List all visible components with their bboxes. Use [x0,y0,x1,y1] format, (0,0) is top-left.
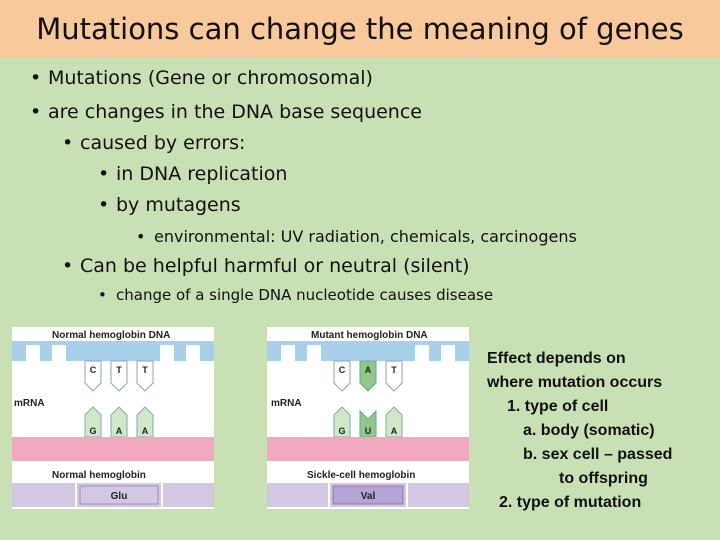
protein-label: Normal hemoglobin [52,470,146,481]
side-line: where mutation occurs [487,374,663,391]
mrna-base: A [391,426,398,436]
bullet-text: environmental: UV radiation, chemicals, … [154,227,577,246]
bullet-text: Can be helpful harmful or neutral (silen… [80,255,470,277]
bullet-8: •change of a single DNA nucleotide cause… [98,286,494,304]
title-bar: Mutations can change the meaning of gene… [0,0,720,58]
side-line: a. body (somatic) [523,422,655,439]
side-line: 2. type of mutation [499,494,642,511]
side-line: 1. type of cell [507,398,609,415]
mrna-base: G [338,426,345,436]
dna-base: T [142,365,148,375]
side-notes: Effect depends on where mutation occurs … [487,347,672,515]
dna-base: C [90,365,97,375]
mutant-hemoglobin-figure: Mutant hemoglobin DNA C A T mRNA G U A S… [267,327,469,509]
mrna-base: A [116,426,123,436]
bullet-7: •Can be helpful harmful or neutral (sile… [62,255,470,277]
mrna-label: mRNA [14,398,45,409]
mrna-base: G [89,426,96,436]
protein-label: Sickle-cell hemoglobin [307,470,415,481]
mrna-strand [12,437,214,461]
bullet-text: Mutations (Gene or chromosomal) [48,67,373,89]
bullet-3: •caused by errors: [62,132,246,154]
amino-acid-box [332,485,404,505]
mrna-strand [267,437,469,461]
bullet-1: •Mutations (Gene or chromosomal) [30,67,373,89]
dna-strand [12,341,214,361]
mutant-diagram: Mutant hemoglobin DNA C A T mRNA G U A S… [267,330,469,507]
dna-label: Normal hemoglobin DNA [52,330,170,341]
slide-title: Mutations can change the meaning of gene… [36,12,684,46]
dna-base: T [116,365,122,375]
bullet-text: are changes in the DNA base sequence [48,101,422,123]
dna-label: Mutant hemoglobin DNA [311,330,428,341]
side-line: to offspring [559,470,648,487]
normal-diagram: Normal hemoglobin DNA C T T mRNA G A A N… [12,330,214,507]
bullet-text: caused by errors: [80,132,246,154]
dna-base: A [365,365,372,375]
bullet-4: •in DNA replication [98,163,288,185]
mrna-label: mRNA [271,398,302,409]
mrna-bases: G U A [333,406,403,438]
dna-base: T [391,365,397,375]
normal-hemoglobin-figure: Normal hemoglobin DNA C T T mRNA G A A N… [12,327,214,509]
bullet-5: •by mutagens [98,194,241,216]
mrna-bases: G A A [84,406,154,438]
bullet-text: by mutagens [116,194,241,216]
mrna-base: A [142,426,149,436]
amino-acid-box [79,485,159,505]
side-line: Effect depends on [487,350,626,367]
dna-bases: C T T [84,360,154,392]
bullet-6: •environmental: UV radiation, chemicals,… [136,227,577,246]
bullet-text: in DNA replication [116,163,288,185]
bullet-text: change of a single DNA nucleotide causes… [116,286,494,304]
amino-acid: Glu [111,491,128,502]
dna-base: C [339,365,346,375]
mrna-base: U [365,426,372,436]
amino-acid: Val [361,491,376,502]
bullet-2: •are changes in the DNA base sequence [30,101,422,123]
side-line: b. sex cell – passed [523,446,673,463]
dna-bases: C A T [333,360,403,392]
dna-strand [267,341,469,361]
